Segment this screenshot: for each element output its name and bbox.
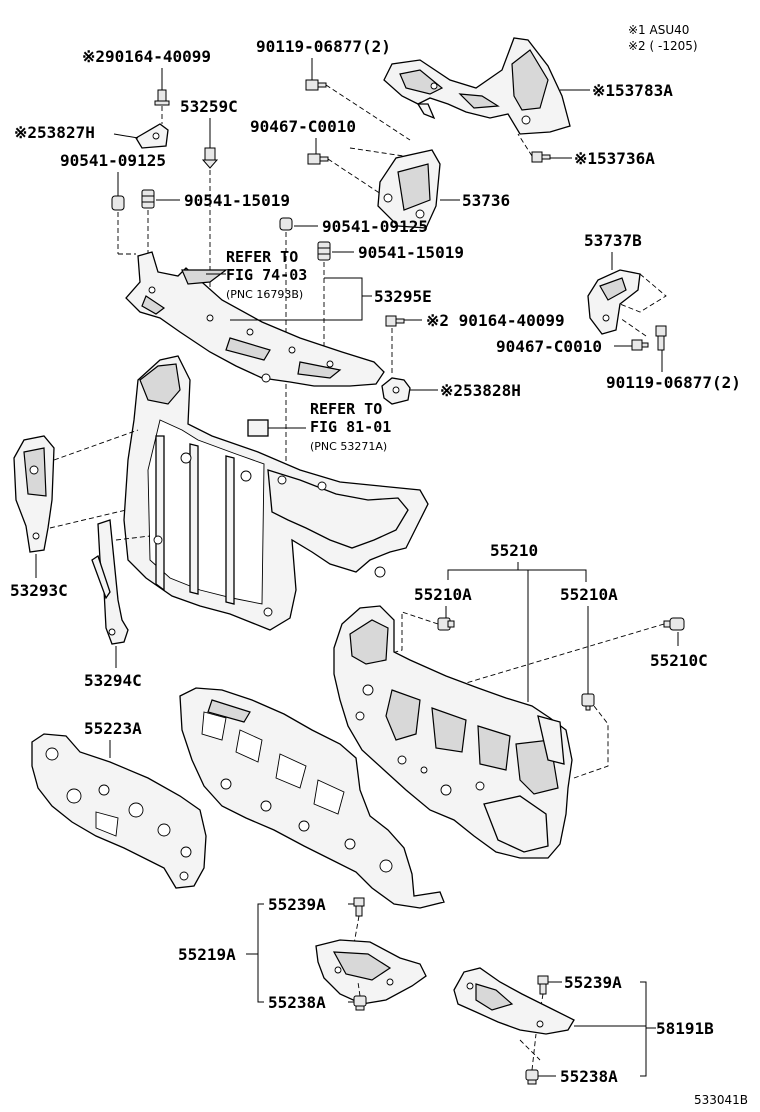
label-53295e[interactable]: 53295E (374, 287, 432, 306)
label-55210c[interactable]: 55210C (650, 651, 708, 670)
ref-74-03-line1: REFER TO (226, 248, 298, 266)
ref-74-03-line2[interactable]: FIG 74-03 (226, 266, 307, 284)
label-90541-09125-left[interactable]: 90541-09125 (60, 151, 166, 170)
bumper-90541-09125-left (111, 195, 125, 211)
label-90541-09125-mid[interactable]: 90541-09125 (322, 217, 428, 236)
legend-note-1: ※1 ASU40 (628, 23, 689, 37)
label-58191b[interactable]: 58191B (656, 1019, 714, 1038)
bumper-55210a-right (581, 693, 595, 711)
insulator-55223a (31, 733, 207, 889)
bumper-90541-15019-mid (317, 241, 331, 261)
label-55239a-left[interactable]: 55239A (268, 895, 326, 914)
ref-81-01-pnc: (PNC 53271A) (310, 440, 387, 453)
label-53827h[interactable]: ※253827H (14, 123, 95, 142)
legend-note-2: ※2 ( -1205) (628, 39, 698, 53)
bracket-53736 (377, 149, 441, 229)
dash-insulator-55210 (333, 605, 573, 859)
clip-55239a-right (537, 975, 549, 995)
label-90164-40099-top[interactable]: ※290164-40099 (82, 47, 211, 66)
label-55239a-right[interactable]: 55239A (564, 973, 622, 992)
label-55210a-left[interactable]: 55210A (414, 585, 472, 604)
bolt-90467-c0010-right (631, 339, 649, 351)
label-55210a-right[interactable]: 55210A (560, 585, 618, 604)
label-53828h[interactable]: ※253828H (440, 381, 521, 400)
label-53736[interactable]: 53736 (462, 191, 510, 210)
latch-support (247, 419, 269, 437)
air-guide-53293c (13, 435, 55, 553)
bumper-90541-15019-left (141, 189, 155, 209)
label-53737b[interactable]: 53737B (584, 231, 642, 250)
label-90119-06877-right[interactable]: 90119-06877(2) (606, 373, 741, 392)
label-55223a[interactable]: 55223A (84, 719, 142, 738)
bolt-90119-06877-right (655, 325, 667, 351)
bracket-53827h (135, 123, 169, 149)
label-53293c[interactable]: 53293C (10, 581, 68, 600)
clip-53259c (201, 147, 219, 169)
label-53294c[interactable]: 53294C (84, 671, 142, 690)
cover-58191b (453, 967, 575, 1035)
clip-55239a-left (353, 897, 365, 917)
clip-55238a-left (353, 995, 367, 1011)
label-90541-15019-mid[interactable]: 90541-15019 (358, 243, 464, 262)
label-55238a-left[interactable]: 55238A (268, 993, 326, 1012)
bumper-90541-09125-mid (279, 217, 293, 231)
bracket-53828h (381, 377, 411, 405)
ref-81-01-line2[interactable]: FIG 81-01 (310, 418, 391, 436)
ref-74-03-pnc: (PNC 16793B) (226, 288, 303, 301)
label-55238a-right[interactable]: 55238A (560, 1067, 618, 1086)
label-90467-c0010-top[interactable]: 90467-C0010 (250, 117, 356, 136)
label-53783a[interactable]: ※153783A (592, 81, 673, 100)
bracket-53737b (587, 269, 641, 335)
bolt-90467-c0010-top (307, 153, 329, 165)
bolt-53736a (531, 151, 551, 163)
figure-id: 533041B (694, 1093, 748, 1107)
cover-55219a (315, 939, 427, 1005)
bumper-55210a-left (437, 617, 455, 631)
cowl-part-53783a (383, 37, 571, 135)
radiator-support-frame (123, 355, 429, 631)
bolt-90119-06877-top (305, 79, 327, 91)
label-90541-15019-left[interactable]: 90541-15019 (184, 191, 290, 210)
label-55210[interactable]: 55210 (490, 541, 538, 560)
label-90119-06877-top[interactable]: 90119-06877(2) (256, 37, 391, 56)
insulator-panel-middle (179, 687, 445, 909)
clip-55238a-right (525, 1069, 539, 1085)
label-90164-40099-mid[interactable]: ※2 90164-40099 (426, 311, 565, 330)
upper-support-53295e (125, 251, 385, 387)
label-90467-c0010-right[interactable]: 90467-C0010 (496, 337, 602, 356)
air-guide-53294c (91, 519, 129, 645)
bumper-55210c (663, 617, 685, 631)
label-55219a[interactable]: 55219A (178, 945, 236, 964)
fastener-90164-40099-top (154, 89, 170, 106)
label-53736a[interactable]: ※153736A (574, 149, 655, 168)
label-53259c[interactable]: 53259C (180, 97, 238, 116)
ref-81-01-line1: REFER TO (310, 400, 382, 418)
bolt-90164-40099-mid (385, 315, 405, 327)
